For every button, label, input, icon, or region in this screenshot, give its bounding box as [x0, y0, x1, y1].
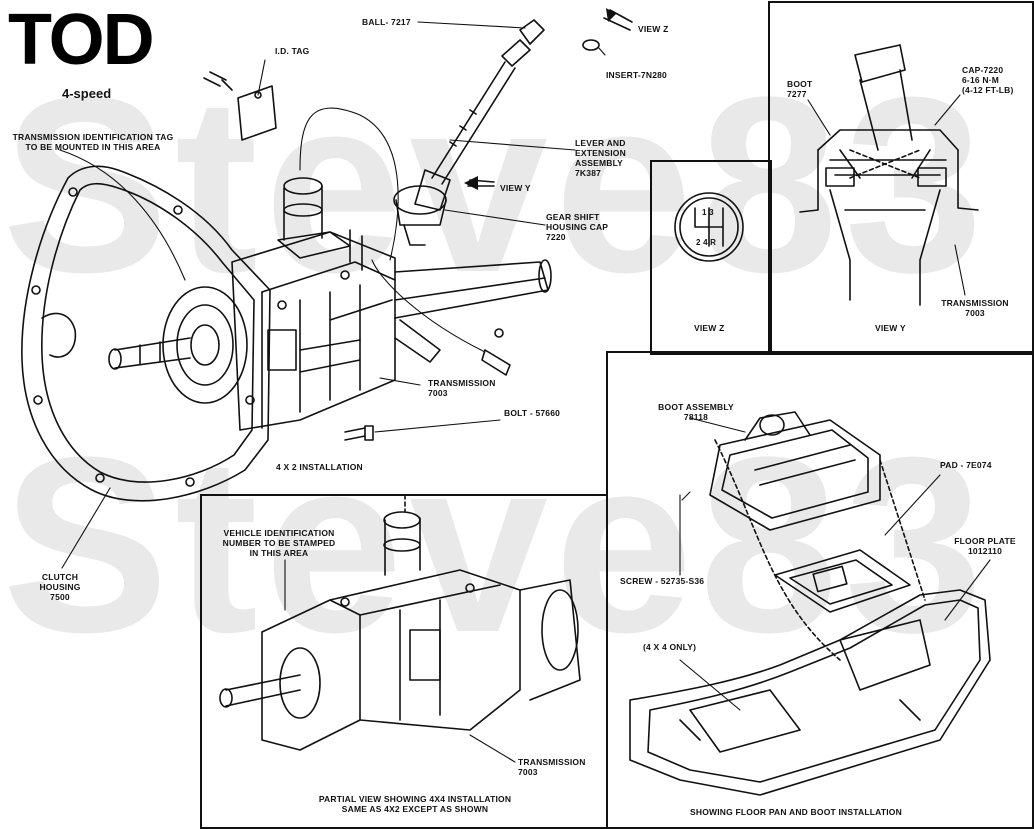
view-y-drawing	[799, 44, 979, 306]
transmission-partial-label: TRANSMISSION 7003	[518, 757, 586, 777]
page-title: TOD	[8, 0, 155, 80]
watermark-line-2: Steve83	[2, 405, 990, 684]
transmission-case-drawing	[231, 231, 396, 431]
boot-label: BOOT 7277	[787, 79, 813, 99]
pad-drawing	[774, 549, 911, 613]
floor-plate-drawing	[629, 439, 991, 796]
shift-pattern-top: 1 3	[702, 208, 714, 217]
transmission-view-y-label: TRANSMISSION 7003	[941, 298, 1009, 318]
four-by-four-only-label: (4 X 4 ONLY)	[643, 642, 697, 652]
gear-cap-label: GEAR SHIFT HOUSING CAP 7220	[546, 212, 609, 242]
install-4x2-caption: 4 X 2 INSTALLATION	[276, 462, 363, 472]
clutch-housing-label: CLUTCH HOUSING 7500	[39, 572, 81, 602]
panel-view-z	[650, 160, 772, 355]
boot-assembly-drawing	[709, 411, 881, 531]
view-z-caption: VIEW Z	[694, 323, 725, 333]
leader-lines-view-y	[807, 94, 966, 296]
view-y-arrow-label: VIEW Y	[500, 183, 531, 193]
panel-view-y	[768, 1, 1034, 355]
lever-label: LEVER AND EXTENSION ASSEMBLY 7K387	[575, 138, 626, 178]
view-z-arrow-label: VIEW Z	[638, 24, 669, 34]
watermark-line-1: Steve83	[2, 45, 990, 324]
leader-lines-floor	[679, 417, 991, 711]
input-shaft-drawing	[108, 337, 191, 370]
leader-lines-partial	[284, 559, 516, 763]
shift-pattern-bottom: 2 4 R	[696, 238, 717, 247]
vin-note-label: VEHICLE IDENTIFICATION NUMBER TO BE STAM…	[222, 528, 336, 558]
speedo-gear-drawing	[481, 328, 511, 376]
id-tag-drawing	[203, 71, 277, 141]
id-tag-label: I.D. TAG	[275, 46, 310, 56]
page-subtitle: 4-speed	[62, 86, 112, 101]
screw-label: SCREW - 52735-S36	[620, 576, 705, 586]
view-y-caption: VIEW Y	[875, 323, 906, 333]
floor-caption: SHOWING FLOOR PAN AND BOOT INSTALLATION	[690, 807, 902, 817]
floor-plate-label: FLOOR PLATE 1012110	[954, 536, 1016, 556]
partial-4x4-drawing	[219, 494, 581, 751]
leader-lines-main	[59, 21, 606, 569]
pad-label: PAD - 7E074	[940, 460, 992, 470]
view-z-drawing	[674, 192, 744, 262]
bolt-drawing	[344, 425, 374, 441]
extension-housing-drawing	[394, 259, 552, 363]
tag-note-label: TRANSMISSION IDENTIFICATION TAG TO BE MO…	[12, 132, 174, 152]
clutch-housing-drawing	[21, 165, 271, 502]
shifter-tower-drawing	[277, 177, 363, 271]
ball-label: BALL- 7217	[362, 17, 411, 27]
insert-label: INSERT-7N280	[606, 70, 667, 80]
shift-lever-drawing	[393, 19, 545, 246]
transmission-main-label: TRANSMISSION 7003	[428, 378, 496, 398]
bolt-label: BOLT - 57660	[504, 408, 561, 418]
boot-assembly-label: BOOT ASSEMBLY 78118	[658, 402, 734, 422]
panel-floor-pan	[606, 351, 1034, 829]
insert-drawing	[582, 39, 600, 51]
partial-caption: PARTIAL VIEW SHOWING 4x4 INSTALLATION SA…	[318, 794, 512, 814]
cap-label: CAP-7220 6-16 N·m (4-12 FT-LB)	[962, 65, 1014, 95]
